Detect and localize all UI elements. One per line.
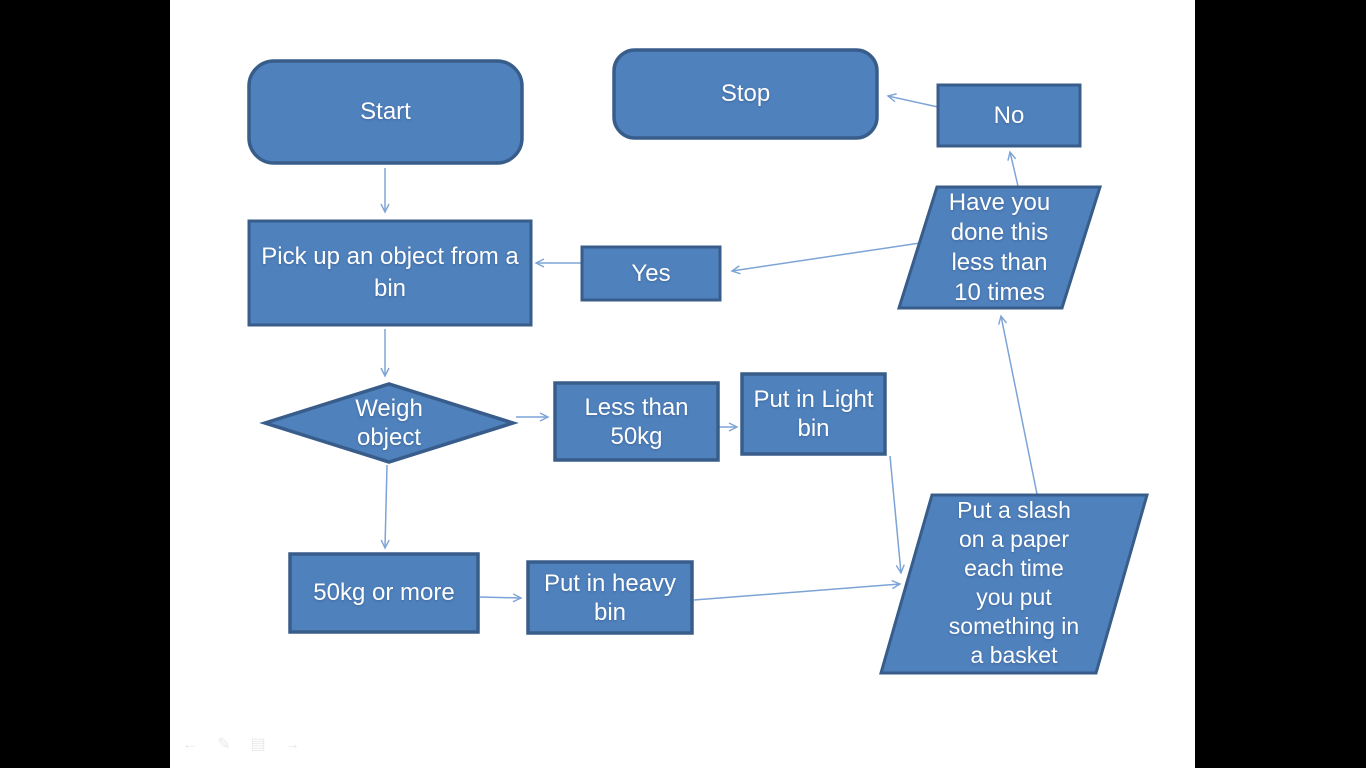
node-label-yes: Yes (631, 259, 671, 287)
node-label-heavybin: Put in heavy bin (543, 569, 677, 626)
node-label-no: No (993, 101, 1025, 129)
pillarbox-left (0, 0, 170, 768)
edge-weigh-more50kg (380, 464, 390, 550)
node-lightbin (740, 372, 887, 456)
previous-slide-icon[interactable]: ← (182, 736, 198, 753)
edge-haveyou-no (1007, 150, 1019, 187)
node-label-pickup: Pick up an object from a bin (261, 243, 519, 302)
node-label-slash: Put a slash on a paper each time you put… (948, 497, 1080, 668)
slide[interactable]: Start Stop No Pick up an object from a b… (170, 0, 1195, 768)
edge-lightbin-slash (889, 455, 905, 575)
node-slash (879, 493, 1149, 675)
node-pickup (247, 219, 533, 327)
node-yes (580, 245, 722, 302)
slideshow-nav-toolbar: ← ✎ ▤ → (180, 735, 302, 755)
node-no (936, 83, 1082, 148)
edge-no-stop (886, 93, 939, 108)
node-haveyou (896, 185, 1103, 310)
edge-slash-haveyou (997, 314, 1038, 495)
edge-haveyou-yes (730, 242, 921, 275)
node-label-more50kg: 50kg or more (313, 579, 455, 606)
edge-more50kg-heavybin (479, 593, 523, 603)
node-label-haveyou: Have you done this less than 10 times (948, 188, 1051, 306)
node-lessthan (553, 381, 720, 462)
pen-icon[interactable]: ✎ (217, 736, 231, 753)
node-more50kg (288, 552, 480, 634)
pillarbox-right (1195, 0, 1366, 768)
node-label-stop: Stop (720, 80, 771, 107)
next-slide-icon[interactable]: → (284, 736, 300, 753)
node-heavybin (526, 560, 694, 635)
node-weigh (259, 382, 519, 464)
node-stop (612, 48, 879, 140)
slide-menu-icon[interactable]: ▤ (250, 736, 266, 753)
node-label-start: Start (360, 98, 411, 125)
node-label-lightbin: Put in Light bin (753, 386, 874, 442)
edge-heavybin-slash (693, 579, 902, 601)
node-label-weigh: Weigh object (355, 395, 423, 451)
node-label-lessthan: Less than 50kg (584, 393, 689, 450)
node-start (247, 59, 524, 165)
flowchart-canvas (247, 48, 1149, 675)
